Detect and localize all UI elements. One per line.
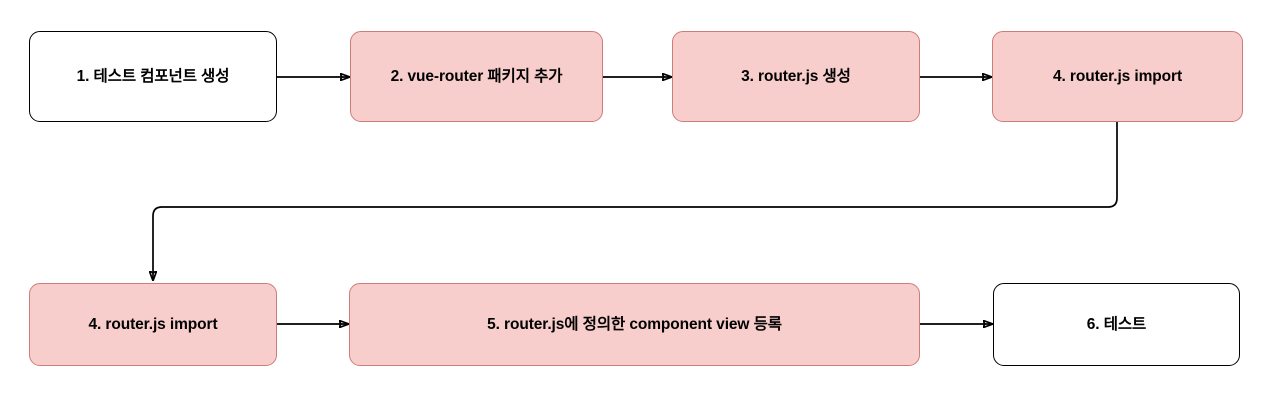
node-step4-bottom-label: 4. router.js import [88,315,218,333]
node-step5[interactable]: 5. router.js에 정의한 component view 등록 [349,283,920,366]
node-step6-label: 6. 테스트 [1086,315,1147,333]
edge-step4-top-to-step4-bottom [153,122,1118,280]
node-step3[interactable]: 3. router.js 생성 [672,31,920,122]
node-step5-label: 5. router.js에 정의한 component view 등록 [487,315,782,333]
node-step4-bottom[interactable]: 4. router.js import [29,283,277,366]
node-step3-label: 3. router.js 생성 [741,67,851,85]
node-step1-label: 1. 테스트 컴포넌트 생성 [76,67,230,85]
node-step4-top-label: 4. router.js import [1052,67,1183,85]
node-step2[interactable]: 2. vue-router 패키지 추가 [350,31,603,122]
node-step1[interactable]: 1. 테스트 컴포넌트 생성 [29,31,277,122]
node-step4-top[interactable]: 4. router.js import [992,31,1243,122]
node-step2-label: 2. vue-router 패키지 추가 [390,67,563,85]
node-step6[interactable]: 6. 테스트 [993,283,1240,366]
